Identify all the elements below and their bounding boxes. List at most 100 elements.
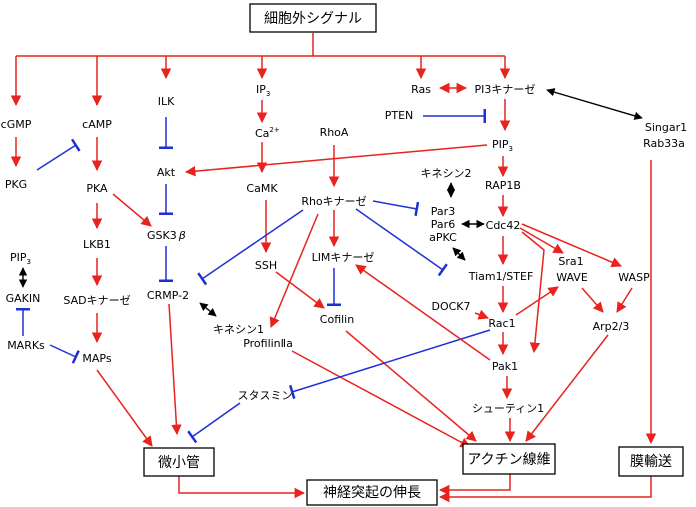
box-membrane: 膜輸送 [618,446,684,477]
node-lkb1: LKB1 [83,238,111,251]
node-pkg: PKG [5,178,27,191]
edge-ssh-cofilin [275,271,325,309]
node-rhoa: RhoA [320,126,349,139]
box-actin-frame [462,443,556,475]
node-maps: MAPs [82,352,111,365]
edge-dock7-rac1 [474,309,489,320]
node-pak1: Pak1 [492,360,518,373]
node-pip3-left-main: PIP [10,251,27,264]
node-pip3-left: PIP3 [10,251,31,266]
binding-pi3k-singar [546,88,643,120]
node-tiam: Tiam1/STEF [468,270,534,283]
node-profilin: ProfilinⅡa [243,337,293,350]
node-akt: Akt [157,166,176,179]
node-par6: Par6 [431,218,455,231]
edge-membrane-neurite [438,476,652,503]
box-membrane-frame [618,446,684,477]
edge-rhok-profilin [269,213,319,328]
node-gsk-beta: β [178,229,186,242]
activation-edges [10,33,657,503]
edge-pip3-akt [184,144,488,177]
edge-cdc42-sra1 [519,227,564,254]
node-cofilin: Cofilin [320,313,354,326]
box-neurite-label: 神経突起の伸長 [323,485,421,501]
node-shootin: シューティン1 [472,402,544,415]
node-arp: Arp2/3 [593,320,630,333]
node-pip3-main-label: PIP [492,138,509,151]
node-pip3-left-sub: 3 [27,258,31,266]
node-pi3k: PI3キナーゼ [475,83,536,96]
node-wasp: WASP [618,271,650,284]
node-pten: PTEN [385,109,414,122]
edge-arp-actin [525,334,609,442]
edge-microtubule-neurite [178,476,306,499]
node-pip3-main-sub: 3 [509,145,513,153]
node-cgmp: cGMP [1,118,32,131]
box-microtubule-label: 微小管 [158,455,200,471]
node-par3: Par3 [431,205,455,218]
binding-edges [18,88,643,317]
edge-cdc42-pak1 [521,231,545,354]
inhibition-edges [16,109,491,444]
box-neurite-frame [306,479,438,506]
node-rap1b: RAP1B [485,179,521,192]
box-microtubule: 微小管 [143,447,215,477]
node-apkc: aPKC [429,231,457,244]
node-lim: LIMキナーゼ [312,251,375,264]
node-rhok: Rhoキナーゼ [301,195,366,208]
box-actin: アクチン線維 [462,443,556,475]
edge-wasp-arp [616,287,633,313]
node-rab33a: Rab33a [643,137,685,150]
binding-apkc-tiam [452,247,466,261]
node-gsk-main: GSK3 [147,229,177,242]
inhibit-rhok-tiam [355,208,448,277]
node-ca-sup: 2+ [269,126,279,134]
edge-profilin-actin [291,350,471,448]
node-sra1: Sra1 [558,255,583,268]
node-marks: MARKs [7,339,45,352]
edge-pak1-lim [355,264,491,361]
edge-actin-neurite [438,474,511,496]
node-wave: WAVE [556,271,588,284]
node-pip3-main: PIP3 [492,138,513,153]
node-pka: PKA [86,182,108,195]
node-ip3-main: IP [256,83,266,96]
edge-crmp-microtubule [168,303,182,436]
box-top-label: 細胞外シグナル [264,11,362,27]
node-ip3-sub: 3 [266,90,270,98]
inhibit-pkg-camp [36,138,81,171]
node-sad: SADキナーゼ [63,294,130,307]
node-rac1: Rac1 [488,317,515,330]
node-gakin: GAKIN [6,292,41,305]
binding-crmp-kinesin1 [199,302,217,317]
node-ras: Ras [411,83,431,96]
box-microtubule-frame [143,447,215,477]
node-camk: CaMK [246,182,278,195]
node-kinesin2: キネシン2 [421,167,472,180]
node-camp: cAMP [82,118,112,131]
inhibit-rhok-par3 [372,200,420,217]
box-neurite: 神経突起の伸長 [306,479,438,506]
box-membrane-label: 膜輸送 [630,454,672,470]
box-actin-label: アクチン線維 [467,452,550,468]
node-crmp: CRMP-2 [147,289,189,302]
box-top: 細胞外シグナル [249,3,377,33]
edge-cdc42-wasp [521,223,622,268]
edge-wave-arp [581,287,604,313]
edge-rac1-sra1 [515,286,559,316]
node-ilk: ILK [158,95,175,108]
node-ca: Ca2+ [255,126,280,140]
inhibit-rac1-stathmin [288,329,491,399]
inhibit-marks-maps [49,344,80,364]
node-cdc42: Cdc42 [486,219,521,232]
node-ssh: SSH [255,259,277,272]
edge-pka-gsk [112,193,152,227]
edge-cofilin-actin [345,330,477,442]
node-kinesin1: キネシン1 [213,323,264,336]
node-labels: cGMP PKG cAMP PKA LKB1 SADキナーゼ MAPs PIP3… [1,83,687,415]
node-stathmin: スタスミン [238,389,293,402]
node-ca-main: Ca [255,127,269,140]
